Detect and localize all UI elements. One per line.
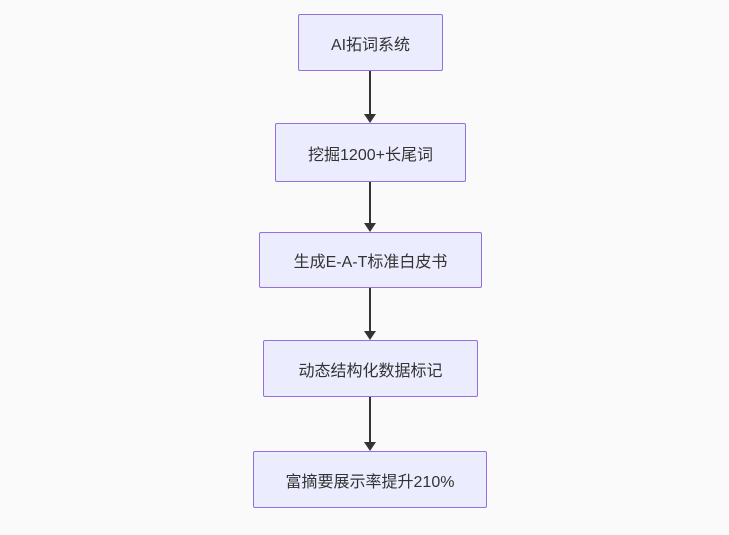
flow-node-longtail-mining: 挖掘1200+长尾词 bbox=[275, 123, 466, 182]
arrowhead-down-icon bbox=[364, 223, 376, 232]
flow-edge-3 bbox=[364, 288, 376, 340]
flow-edge-2 bbox=[364, 182, 376, 232]
arrowhead-down-icon bbox=[364, 114, 376, 123]
flow-node-rich-snippet-result: 富摘要展示率提升210% bbox=[253, 451, 487, 508]
flow-node-structured-data-markup: 动态结构化数据标记 bbox=[263, 340, 478, 397]
arrow-line bbox=[369, 397, 371, 442]
node-label: 富摘要展示率提升210% bbox=[285, 473, 455, 491]
flow-edge-4 bbox=[364, 397, 376, 451]
arrow-line bbox=[369, 71, 371, 114]
flow-node-eat-whitepaper: 生成E-A-T标准白皮书 bbox=[259, 232, 482, 288]
node-label: 动态结构化数据标记 bbox=[298, 362, 443, 380]
arrowhead-down-icon bbox=[364, 442, 376, 451]
node-label: AI拓词系统 bbox=[330, 36, 411, 54]
arrow-line bbox=[369, 182, 371, 223]
arrowhead-down-icon bbox=[364, 331, 376, 340]
arrow-line bbox=[369, 288, 371, 331]
flow-edge-1 bbox=[364, 71, 376, 123]
flow-node-ai-keyword-system: AI拓词系统 bbox=[298, 14, 443, 71]
node-label: 生成E-A-T标准白皮书 bbox=[293, 254, 448, 271]
node-label: 挖掘1200+长尾词 bbox=[308, 146, 433, 164]
